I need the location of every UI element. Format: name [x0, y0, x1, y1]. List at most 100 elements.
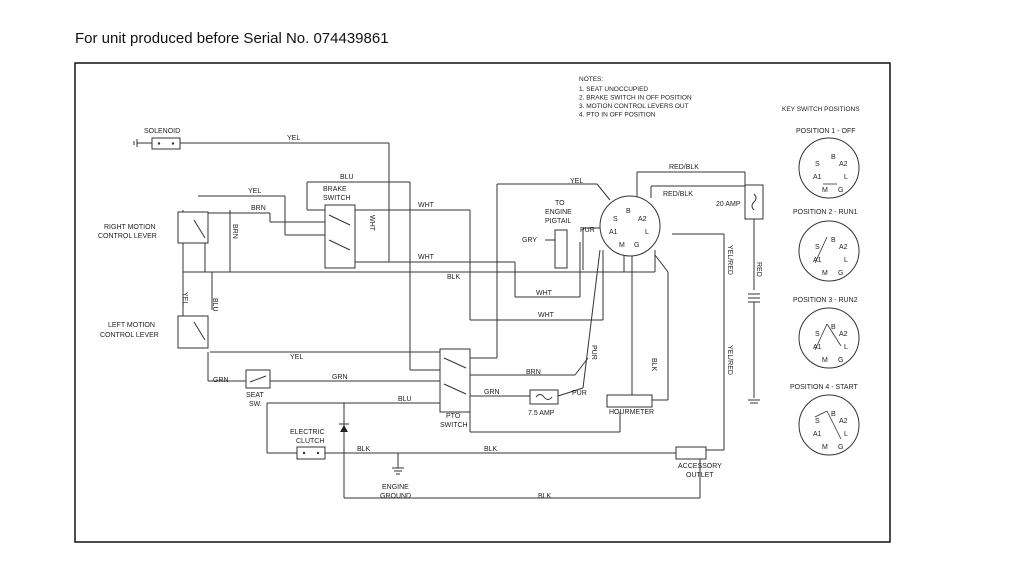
wire-label: YEL/RED [726, 245, 733, 275]
fuse-label: 20 AMP [716, 201, 741, 208]
note-item: 4. PTO IN OFF POSITION [579, 112, 656, 119]
brake-switch-label: BRAKE [323, 186, 347, 193]
pin-label: M [822, 357, 828, 364]
key-position-dial [798, 220, 860, 282]
wire-label: GRY [522, 237, 537, 244]
seat-switch-label: SW. [249, 401, 262, 408]
fuse-7-5-amp: 7.5 AMP [528, 389, 559, 417]
pin-label: A2 [839, 244, 848, 251]
wire-label: BLK [650, 358, 657, 372]
wire-label: BLK [538, 493, 552, 500]
pin-label: A1 [813, 257, 822, 264]
wire-label: RED/BLK [669, 164, 699, 171]
wire-label: BLK [357, 446, 371, 453]
seat-switch-label: SEAT [246, 392, 264, 399]
pin-label: L [645, 229, 649, 236]
pin-label: B [831, 411, 836, 418]
accessory-outlet: ACCESSORY OUTLET [675, 446, 722, 479]
wire-label: BLU [340, 174, 354, 181]
hourmeter: HOURMETER [606, 394, 654, 416]
right-lever-label: RIGHT MOTION [104, 224, 156, 231]
pin-label: G [838, 444, 843, 451]
pin-label: G [838, 270, 843, 277]
wire-label: BLU [398, 396, 412, 403]
pin-label: G [634, 242, 639, 249]
key-position-dial [798, 394, 860, 456]
pin-label: A2 [839, 331, 848, 338]
wire-label: BRN [231, 224, 238, 239]
engine-ground-label: ENGINE [382, 484, 409, 491]
pin-label: S [815, 418, 820, 425]
wire-label: BLU [211, 298, 218, 312]
pto-switch: PTO SWITCH [439, 348, 471, 429]
pin-label: A1 [609, 229, 618, 236]
key-positions-heading: KEY SWITCH POSITIONS [782, 106, 860, 113]
pin-label: A2 [839, 418, 848, 425]
wire-labels: YEL BLU YEL BRN WHT WHT BLK WHT WHT YEL … [181, 135, 762, 500]
pin-label: G [838, 357, 843, 364]
solenoid: SOLENOID [144, 128, 181, 150]
wire-label: RED/BLK [663, 191, 693, 198]
key-position-dial [798, 137, 860, 199]
wire-label: YEL [181, 292, 188, 305]
wire-label: WHT [368, 215, 375, 232]
hourmeter-label: HOURMETER [609, 409, 654, 416]
pto-switch-label: PTO [446, 413, 461, 420]
engine-pigtail: TO ENGINE PIGTAIL [545, 200, 572, 269]
contact-bridge [814, 236, 828, 264]
engine-ground-label: GROUND [380, 493, 411, 500]
pin-label: L [844, 344, 848, 351]
fuse-label: 7.5 AMP [528, 410, 555, 417]
pin-label: S [815, 331, 820, 338]
pin-label: M [822, 187, 828, 194]
pin-label: L [844, 431, 848, 438]
wire-label: YEL [290, 354, 303, 361]
pin-label: B [626, 208, 631, 215]
pin-label: M [822, 444, 828, 451]
pto-switch-label: SWITCH [440, 422, 468, 429]
page-title: For unit produced before Serial No. 0744… [75, 30, 389, 47]
pin-label: A1 [813, 344, 822, 351]
note-item: 1. SEAT UNOCCUPIED [579, 86, 648, 93]
wire-label: PUR [590, 345, 597, 360]
pin-label: M [822, 270, 828, 277]
notes-block: NOTES: 1. SEAT UNOCCUPIED 2. BRAKE SWITC… [579, 76, 692, 119]
wire-label: GRN [213, 377, 229, 384]
wire-label: PUR [572, 390, 587, 397]
left-motion-control-lever: LEFT MOTION CONTROL LEVER [100, 315, 209, 349]
solenoid-label: SOLENOID [144, 128, 180, 135]
wire-label: WHT [418, 254, 435, 261]
right-motion-control-lever: RIGHT MOTION CONTROL LEVER [98, 211, 209, 244]
diode [339, 423, 349, 432]
contact-bridge [826, 323, 842, 347]
pin-label: A1 [813, 431, 822, 438]
right-lever-label: CONTROL LEVER [98, 233, 157, 240]
fuse-20-amp: 20 AMP [716, 184, 764, 220]
wire-label: WHT [536, 290, 553, 297]
wire-label: RED [755, 262, 762, 277]
pigtail-label: TO [555, 200, 565, 207]
pin-label: L [844, 257, 848, 264]
note-item: 3. MOTION CONTROL LEVERS OUT [579, 103, 689, 110]
wire-label: BLK [447, 274, 461, 281]
key-switch-positions: KEY SWITCH POSITIONS POSITION 1 - OFF PO… [782, 106, 860, 456]
accessory-outlet-label: ACCESSORY [678, 463, 722, 470]
pin-label: L [844, 174, 848, 181]
left-lever-label: LEFT MOTION [108, 322, 155, 329]
wire-label: BLK [484, 446, 498, 453]
brake-switch: BRAKE SWITCH [323, 186, 356, 269]
seat-switch: SEAT SW. [245, 369, 271, 408]
diagram-frame [74, 62, 891, 543]
pin-label: B [831, 154, 836, 161]
contact-bridge [814, 410, 828, 418]
wire-label: GRN [332, 374, 348, 381]
ignition-key-switch: B S A2 A1 L M G [599, 195, 661, 257]
pin-label: A2 [638, 216, 647, 223]
electric-clutch: ELECTRIC CLUTCH [290, 429, 326, 460]
engine-ground: ENGINE GROUND [380, 484, 411, 500]
pin-label: B [831, 237, 836, 244]
contact-bridge [826, 410, 842, 440]
contact-bridge [814, 323, 828, 351]
position-label: POSITION 1 - OFF [796, 128, 856, 135]
